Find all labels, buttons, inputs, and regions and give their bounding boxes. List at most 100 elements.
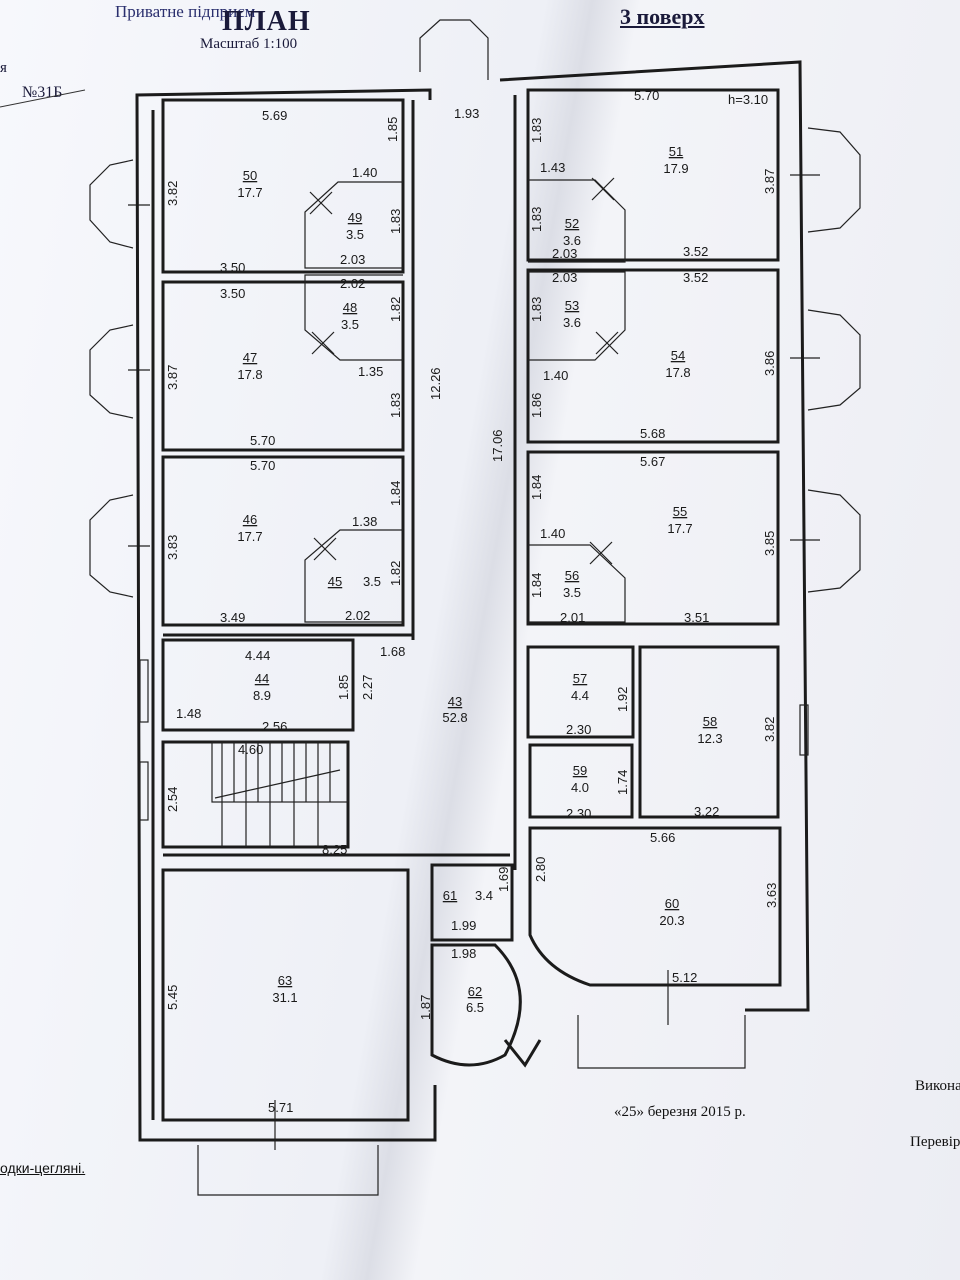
material-note: одки-цегляні. [0, 1160, 86, 1176]
dimension-label: 3.83 [165, 535, 180, 560]
room-area: 17.8 [237, 367, 262, 382]
bay-windows-left [89, 159, 150, 598]
room-walls-right [526, 88, 782, 987]
plan-title: ПЛАН [222, 6, 311, 37]
checked-by-label: Перевір [910, 1134, 960, 1150]
dimension-label: 2.56 [262, 719, 287, 734]
dimension-label: 1.83 [529, 118, 544, 143]
dimension-label: 1.83 [529, 297, 544, 322]
room-number: 44 [255, 671, 269, 686]
dimension-label: 3.51 [684, 610, 709, 625]
plan-scale: Масштаб 1:100 [200, 36, 298, 52]
floor-label: 3 поверх [620, 4, 705, 29]
room-area: 3.5 [341, 317, 359, 332]
dimension-label: 1.68 [380, 644, 405, 659]
room-area: 3.6 [563, 233, 581, 248]
room-number: 50 [243, 168, 257, 183]
dimension-label: 3.86 [762, 351, 777, 376]
room-area: 3.5 [563, 585, 581, 600]
dimension-label: 3.50 [220, 286, 245, 301]
room-number: 55 [673, 504, 687, 519]
dimension-label: 1.99 [451, 918, 476, 933]
closet-walls-left [304, 181, 403, 623]
dimension-label: 2.03 [340, 252, 365, 267]
dimension-label: 1.98 [451, 946, 476, 961]
dimension-labels: 5.69 1.85 3.82 1.40 1.83 2.03 3.50 3.50 … [165, 88, 779, 1115]
room-number: 57 [573, 671, 587, 686]
dimension-label: 12.26 [428, 367, 443, 400]
dimension-label: 1.40 [352, 165, 377, 180]
room-number: 56 [565, 568, 579, 583]
room-area: 6.5 [466, 1000, 484, 1015]
dimension-label: 1.74 [615, 770, 630, 795]
dimension-label: 5.70 [634, 88, 659, 103]
room-number: 63 [278, 973, 292, 988]
balconies [197, 970, 746, 1196]
room-number: 52 [565, 216, 579, 231]
dimension-label: 1.83 [388, 209, 403, 234]
room-number: 53 [565, 298, 579, 313]
dimension-label: 3.50 [220, 260, 245, 275]
room-area: 17.7 [237, 185, 262, 200]
room-area: 3.6 [563, 315, 581, 330]
dimension-label: 3.49 [220, 610, 245, 625]
dimension-label: 2.30 [566, 722, 591, 737]
dimension-label: 2.02 [340, 276, 365, 291]
dimension-label: 3.82 [762, 717, 777, 742]
dimension-label: 2.02 [345, 608, 370, 623]
dimension-label: 5.69 [262, 108, 287, 123]
room-number: 45 [328, 574, 342, 589]
room-labels: 50 17.7 49 3.5 48 3.5 47 17.8 46 17.7 45… [237, 144, 722, 1015]
dimension-label: 1.40 [540, 526, 565, 541]
executed-by-label: Викона [915, 1078, 960, 1094]
dimension-label: 1.82 [388, 297, 403, 322]
room-number: 46 [243, 512, 257, 527]
dimension-label: 5.67 [640, 454, 665, 469]
dimension-label: 5.70 [250, 433, 275, 448]
dimension-label: 1.38 [352, 514, 377, 529]
room-number: 60 [665, 896, 679, 911]
outer-walls-left [135, 88, 437, 1142]
dimension-label: 1.84 [388, 481, 403, 506]
dimension-label: 2.80 [533, 857, 548, 882]
room-area: 12.3 [697, 731, 722, 746]
dimension-label: 2.03 [552, 246, 577, 261]
dimension-label: 5.70 [250, 458, 275, 473]
dimension-label: 5.66 [650, 830, 675, 845]
room-number: 62 [468, 984, 482, 999]
room-number: 51 [669, 144, 683, 159]
room-area: 31.1 [272, 990, 297, 1005]
room-area: 17.9 [663, 161, 688, 176]
dimension-label: 5.71 [268, 1100, 293, 1115]
staircase [161, 740, 350, 849]
dimension-label: 1.92 [615, 687, 630, 712]
room-area: 17.7 [667, 521, 692, 536]
room-number: 58 [703, 714, 717, 729]
room-walls-left [161, 98, 510, 1122]
dimension-label: 1.83 [529, 207, 544, 232]
dimension-label: 3.52 [683, 244, 708, 259]
bay-windows-right [790, 127, 861, 593]
document-date: «25» березня 2015 р. [614, 1104, 746, 1120]
dimension-label: 2.54 [165, 787, 180, 812]
dimension-label: 1.48 [176, 706, 201, 721]
dimension-label: 3.63 [764, 883, 779, 908]
dimension-label: 1.83 [388, 393, 403, 418]
dimension-label: 5.68 [640, 426, 665, 441]
dimension-label: 3.22 [694, 804, 719, 819]
room-area: 3.4 [475, 888, 493, 903]
room-number: 43 [448, 694, 462, 709]
room-area: 20.3 [659, 913, 684, 928]
dimension-label: 3.87 [165, 365, 180, 390]
dimension-label: 3.85 [762, 531, 777, 556]
room-walls-61-62 [430, 863, 542, 1068]
dimension-label: 1.69 [496, 867, 511, 892]
dimension-label: 1.84 [529, 573, 544, 598]
dimension-label: 3.87 [762, 169, 777, 194]
dimension-label: 3.82 [165, 181, 180, 206]
top-entrance-bay [419, 19, 489, 80]
side-windows [139, 659, 809, 821]
dimension-label: 1.40 [543, 368, 568, 383]
dimension-label: 2.03 [552, 270, 577, 285]
